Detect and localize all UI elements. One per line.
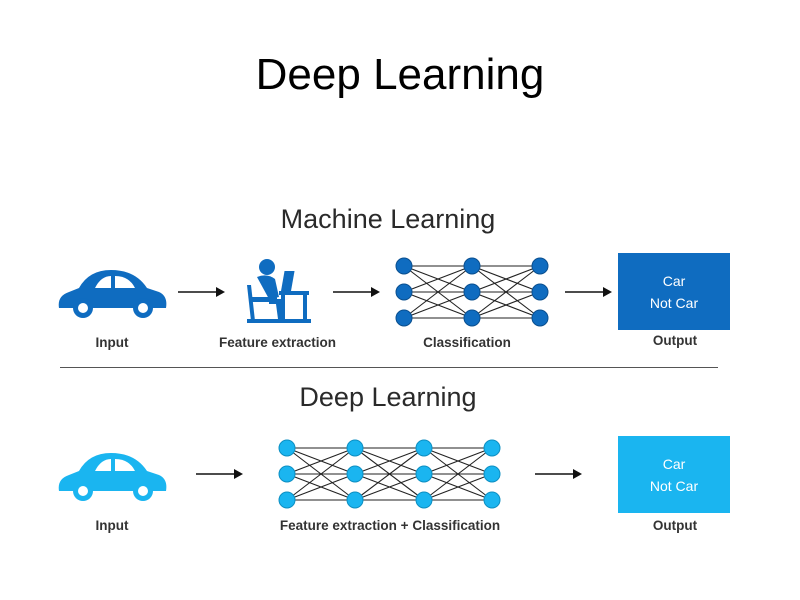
ml-output-label: Output — [652, 333, 698, 348]
ml-input-label: Input — [95, 335, 129, 350]
ml-classification-label: Classification — [423, 335, 511, 350]
dl-combined-label: Feature extraction + Classification — [279, 518, 501, 533]
dl-output-label: Output — [652, 518, 698, 533]
arrow-right-icon — [535, 469, 582, 479]
output-car-text: Car — [662, 272, 686, 289]
car-icon — [58, 453, 167, 501]
slide-title: Deep Learning — [255, 50, 545, 99]
ml-section-title: Machine Learning — [280, 204, 496, 234]
ml-feature-label: Feature extraction — [218, 335, 337, 350]
dl-input-label: Input — [95, 518, 129, 533]
output-car-text: Car — [662, 455, 686, 472]
arrow-right-icon — [196, 469, 243, 479]
output-not-car-text: Not Car — [649, 294, 699, 311]
dl-section-title: Deep Learning — [299, 382, 477, 412]
arrow-right-icon — [565, 287, 612, 297]
car-icon — [58, 270, 167, 318]
neural-network-icon — [395, 257, 549, 327]
arrow-right-icon — [178, 287, 225, 297]
person-at-computer-icon — [247, 259, 311, 323]
ml-output-box: Car Not Car — [618, 253, 730, 330]
section-divider — [60, 367, 718, 368]
arrow-right-icon — [333, 287, 380, 297]
output-not-car-text: Not Car — [649, 477, 699, 494]
neural-network-icon — [278, 439, 501, 509]
dl-output-box: Car Not Car — [618, 436, 730, 513]
